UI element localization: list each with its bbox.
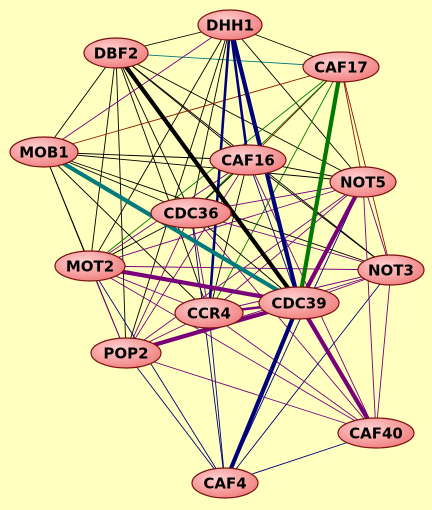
edge-cdc36-caf4: [190, 212, 226, 484]
node-caf17[interactable]: CAF17: [302, 51, 380, 83]
node-shape: [258, 286, 340, 320]
node-caf40[interactable]: CAF40: [337, 417, 415, 449]
edge-caf16-pop2: [125, 159, 249, 354]
edge-not3-caf40: [375, 269, 392, 434]
edge-dbf2-pop2: [115, 52, 127, 354]
node-cdc36[interactable]: CDC36: [150, 197, 232, 229]
node-mot2[interactable]: MOT2: [54, 250, 126, 282]
edge-dhh1-caf16: [228, 23, 250, 162]
node-label: CDC36: [163, 205, 218, 223]
edge-pop2-caf4: [125, 352, 226, 484]
node-pop2[interactable]: POP2: [90, 337, 162, 369]
node-not5[interactable]: NOT5: [329, 166, 397, 198]
edge-caf17-mob1: [43, 66, 342, 153]
node-shape: [357, 254, 425, 286]
node-label: MOT2: [66, 258, 114, 276]
node-shape: [329, 166, 397, 198]
edge-mot2-caf4: [89, 265, 226, 484]
node-label: CAF40: [349, 425, 403, 443]
edge-cdc36-not3: [190, 212, 392, 271]
edge-dhh1-not5: [229, 24, 364, 183]
edge-dbf2-cdc39: [113, 50, 302, 306]
node-shape: [209, 144, 287, 176]
node-label: NOT3: [368, 262, 414, 280]
node-shape: [54, 250, 126, 282]
edge-cdc39-caf40: [296, 300, 379, 436]
node-ccr4[interactable]: CCR4: [174, 297, 244, 329]
edge-pop2-caf40: [125, 352, 377, 434]
edge-dbf2-ccr4: [115, 52, 210, 314]
edge-caf16-cdc39: [247, 159, 300, 304]
edge-mot2-caf40: [89, 265, 377, 434]
node-caf4[interactable]: CAF4: [191, 467, 259, 499]
edge-ccr4-caf40: [208, 312, 377, 434]
edge-caf16-not3: [247, 159, 392, 271]
node-label: POP2: [103, 345, 148, 363]
edge-ccr4-caf4: [208, 312, 226, 484]
node-shape: [83, 37, 149, 69]
node-shape: [197, 9, 263, 41]
edge-cdc36-cdc39: [190, 212, 300, 304]
edge-cdc39-caf4: [222, 300, 302, 486]
node-label: DBF2: [94, 45, 139, 63]
node-label: CAF16: [221, 152, 275, 170]
node-label: CAF17: [314, 59, 368, 77]
edge-mob1-not5: [43, 151, 364, 183]
node-label: CAF4: [203, 475, 246, 493]
edge-caf17-cdc39: [296, 64, 344, 306]
edge-caf17-not5: [340, 66, 364, 183]
edge-not5-caf4: [224, 181, 364, 484]
node-label: CCR4: [187, 305, 231, 323]
node-shape: [9, 136, 79, 168]
edge-cdc36-caf40: [190, 212, 377, 434]
edge-dhh1-mot2: [89, 24, 231, 267]
node-dbf2[interactable]: DBF2: [83, 37, 149, 69]
node-label: MOB1: [19, 144, 69, 162]
edge-cdc36-ccr4: [190, 212, 210, 314]
node-label: NOT5: [340, 174, 386, 192]
node-shape: [90, 337, 162, 369]
edge-caf17-ccr4: [208, 66, 342, 314]
node-shape: [191, 467, 259, 499]
node-shape: [150, 197, 232, 229]
edge-mob1-ccr4: [43, 151, 210, 314]
edge-cdc36-pop2: [125, 212, 192, 354]
edge-mob1-cdc39: [41, 149, 302, 306]
edge-not5-pop2: [125, 181, 364, 354]
edge-not3-caf4: [224, 269, 392, 484]
node-label: CDC39: [271, 295, 326, 313]
edge-not5-caf40: [362, 181, 377, 434]
node-shape: [302, 51, 380, 83]
edge-not5-cdc39: [296, 179, 366, 306]
edge-dbf2-mob1: [43, 52, 117, 153]
edge-dhh1-pop2: [125, 24, 231, 354]
node-not3[interactable]: NOT3: [357, 254, 425, 286]
node-mob1[interactable]: MOB1: [9, 136, 79, 168]
edge-dhh1-cdc36: [190, 24, 231, 214]
node-label: DHH1: [206, 17, 254, 35]
node-shape: [337, 417, 415, 449]
node-shape: [174, 297, 244, 329]
node-cdc39[interactable]: CDC39: [258, 286, 340, 320]
edge-dbf2-mot2: [89, 52, 117, 267]
edge-dhh1-mob1: [43, 24, 231, 153]
node-caf16[interactable]: CAF16: [209, 144, 287, 176]
node-dhh1[interactable]: DHH1: [197, 9, 263, 41]
